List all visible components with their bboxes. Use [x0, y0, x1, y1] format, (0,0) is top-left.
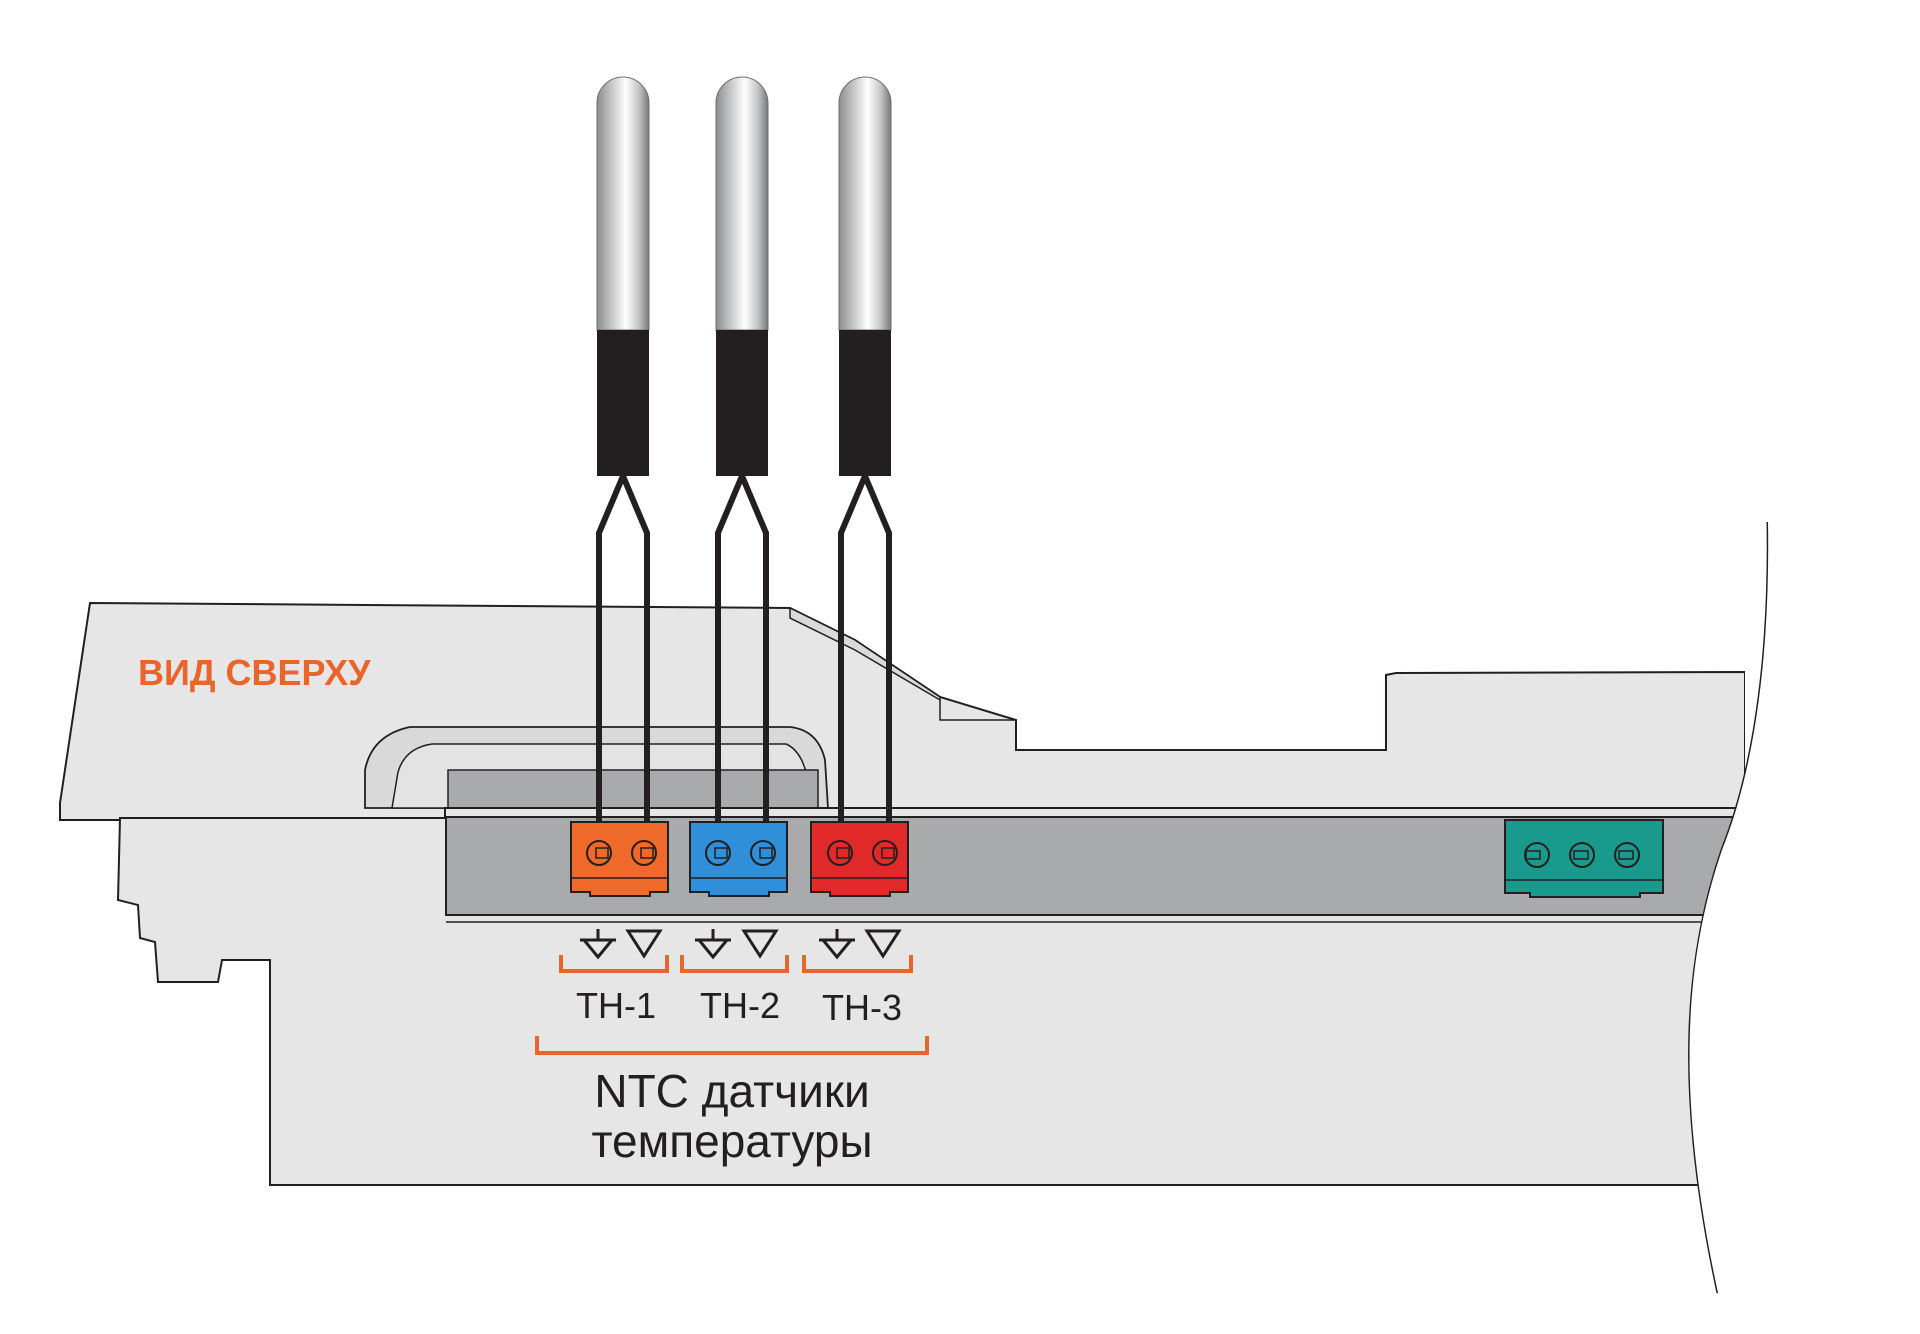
bracket-th2: [680, 955, 789, 973]
terminal-symbols-th3: [819, 929, 902, 960]
sensor-probe-th3: [838, 76, 892, 830]
housing-slot-channel: [447, 769, 819, 809]
ground-icon: [697, 939, 729, 960]
bracket-th3: [802, 955, 913, 973]
probe-wire-left: [715, 474, 745, 830]
terminal-screw: [827, 840, 853, 866]
terminal-screw-slot: [1573, 850, 1589, 860]
terminal-screw: [586, 840, 612, 866]
probe-wire-left: [596, 474, 626, 830]
ntc-group-label-line1: NTC датчики: [594, 1065, 869, 1117]
terminal-block-extra: [1504, 819, 1664, 898]
sensor-probe-th2: [715, 76, 769, 830]
terminal-screw-slot: [759, 847, 773, 859]
probe-wire-left: [838, 474, 868, 830]
probe-sleeve: [839, 330, 891, 476]
probe-tube: [838, 76, 892, 331]
terminal-screw-slot: [836, 847, 850, 859]
terminal-screw-slot: [881, 847, 895, 859]
ntc-group-label-line2: температуры: [591, 1115, 872, 1167]
terminal-screw: [705, 840, 731, 866]
terminal-screw: [750, 840, 776, 866]
terminal-screw-slot: [714, 847, 728, 859]
probe-tube: [596, 76, 650, 331]
sensor-triangle-icon: [741, 929, 779, 959]
terminal-block-th1: [570, 821, 669, 897]
probe-wire-right: [739, 474, 769, 830]
bracket-th1: [559, 955, 669, 973]
sensor-triangle-icon: [864, 929, 902, 959]
sensor-triangle-icon: [625, 929, 663, 959]
bracket-ntc-group: [535, 1036, 929, 1055]
probe-wire-right: [862, 474, 892, 830]
terminal-block-th3: [810, 821, 909, 897]
sensor-label-th1: TH-1: [576, 985, 656, 1026]
probe-sleeve: [597, 330, 649, 476]
probe-tube: [715, 76, 769, 331]
probe-wire-right: [620, 474, 650, 830]
terminal-block-th2: [689, 821, 788, 897]
housing-upper-body: [59, 601, 1746, 821]
sensor-label-th2: TH-2: [700, 985, 780, 1026]
probe-sleeve: [716, 330, 768, 476]
terminal-symbols-th1: [580, 929, 663, 960]
ground-icon: [821, 939, 853, 960]
terminal-screw-slot: [1525, 850, 1541, 860]
terminal-screw-slot: [1618, 850, 1634, 860]
housing-step: [939, 700, 1016, 721]
terminal-symbols-th2: [695, 929, 779, 960]
sensor-probe-th1: [596, 76, 650, 830]
terminal-screw: [1569, 842, 1595, 868]
terminal-screw: [1614, 842, 1640, 868]
terminal-screw-slot: [595, 847, 609, 859]
housing-cut-mask: [1689, 522, 1920, 1293]
sensor-label-th3: TH-3: [822, 987, 902, 1028]
view-title: ВИД СВЕРХУ: [138, 652, 371, 693]
terminal-screw: [1524, 842, 1550, 868]
terminal-body: [810, 821, 909, 897]
terminal-screw-slot: [640, 847, 654, 859]
ground-icon: [582, 939, 614, 960]
terminal-screw: [872, 840, 898, 866]
terminal-screw: [631, 840, 657, 866]
